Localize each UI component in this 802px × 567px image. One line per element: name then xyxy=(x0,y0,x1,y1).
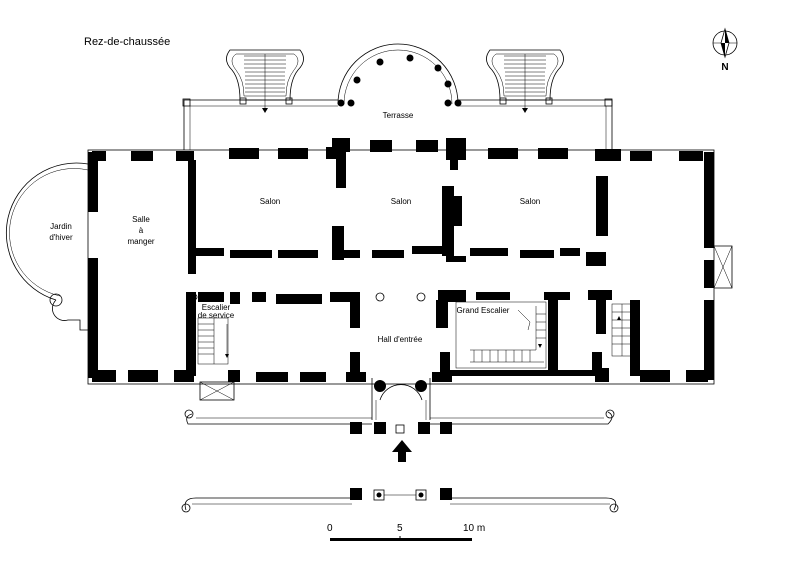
scale-bar xyxy=(330,536,472,541)
south-wall xyxy=(92,368,708,382)
room-label-salle-line3: manger xyxy=(127,237,154,246)
room-label-escalier-line1: Escalier xyxy=(202,303,231,312)
east-staircase xyxy=(611,303,633,357)
east-porch xyxy=(713,245,733,289)
room-label-salle-line1: Salle xyxy=(132,215,150,224)
garden-balustrade xyxy=(181,488,619,513)
room-label-jardin-line1: Jardin xyxy=(50,222,72,231)
entrance-arrow-icon xyxy=(392,440,412,462)
south-west-porch xyxy=(199,381,235,401)
terrace-stair-left xyxy=(226,49,304,113)
plan-title: Rez-de-chaussée xyxy=(84,36,170,48)
interior-walls xyxy=(186,146,640,378)
terrace-balustrade xyxy=(182,98,613,150)
winter-garden-bay xyxy=(5,162,89,331)
grand-staircase xyxy=(455,301,547,369)
hall-columns xyxy=(190,292,426,302)
scale-tick-10: 10 m xyxy=(463,523,485,534)
room-label-salle-line2: à xyxy=(139,226,144,235)
room-label-hall: Hall d'entrée xyxy=(378,335,423,344)
terrace-rotunda xyxy=(337,43,462,107)
room-label-salon-west: Salon xyxy=(260,197,280,206)
service-staircase xyxy=(197,317,229,365)
scale-tick-5: 5 xyxy=(397,523,403,534)
entrance-portico xyxy=(371,378,431,420)
room-label-terrasse: Terrasse xyxy=(383,111,414,120)
scale-tick-0: 0 xyxy=(327,523,333,534)
north-label: N xyxy=(721,62,728,73)
building-outline xyxy=(87,149,715,385)
room-label-grand-escalier: Grand Escalier xyxy=(457,306,510,315)
terrace-stair-right xyxy=(486,49,564,113)
forecourt-balustrade xyxy=(184,409,615,434)
room-label-escalier-line2: de service xyxy=(198,311,235,320)
room-label-salon-east: Salon xyxy=(520,197,540,206)
room-label-jardin-line2: d'hiver xyxy=(49,233,73,242)
room-label-salon-center: Salon xyxy=(391,197,411,206)
north-arrow-icon xyxy=(712,27,738,59)
side-walls xyxy=(88,152,714,380)
